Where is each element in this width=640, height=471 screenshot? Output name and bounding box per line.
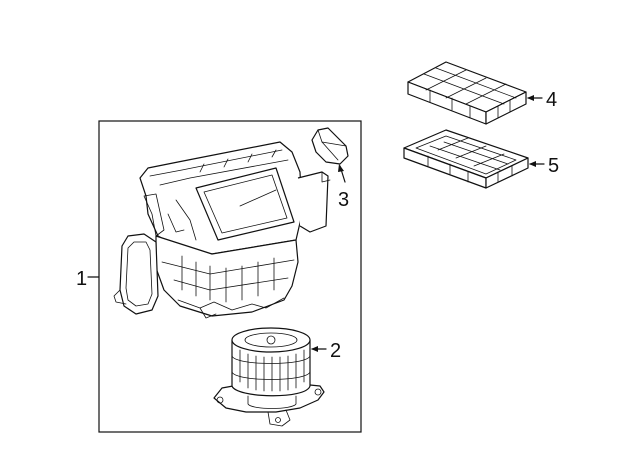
filter-tray (403, 129, 529, 189)
blower-resistor (311, 127, 349, 165)
callout-4: 4 (546, 89, 557, 111)
blower-case-housing (113, 141, 331, 319)
callout-3: 3 (338, 189, 349, 211)
blower-motor (213, 327, 325, 427)
arrow-2 (311, 346, 318, 352)
cabin-air-filter (407, 61, 527, 125)
arrow-5 (529, 161, 536, 167)
callout-5: 5 (548, 155, 559, 177)
arrow-3 (338, 164, 344, 172)
arrow-4 (527, 95, 534, 101)
callout-2: 2 (330, 340, 341, 362)
callout-1: 1 (76, 268, 87, 290)
